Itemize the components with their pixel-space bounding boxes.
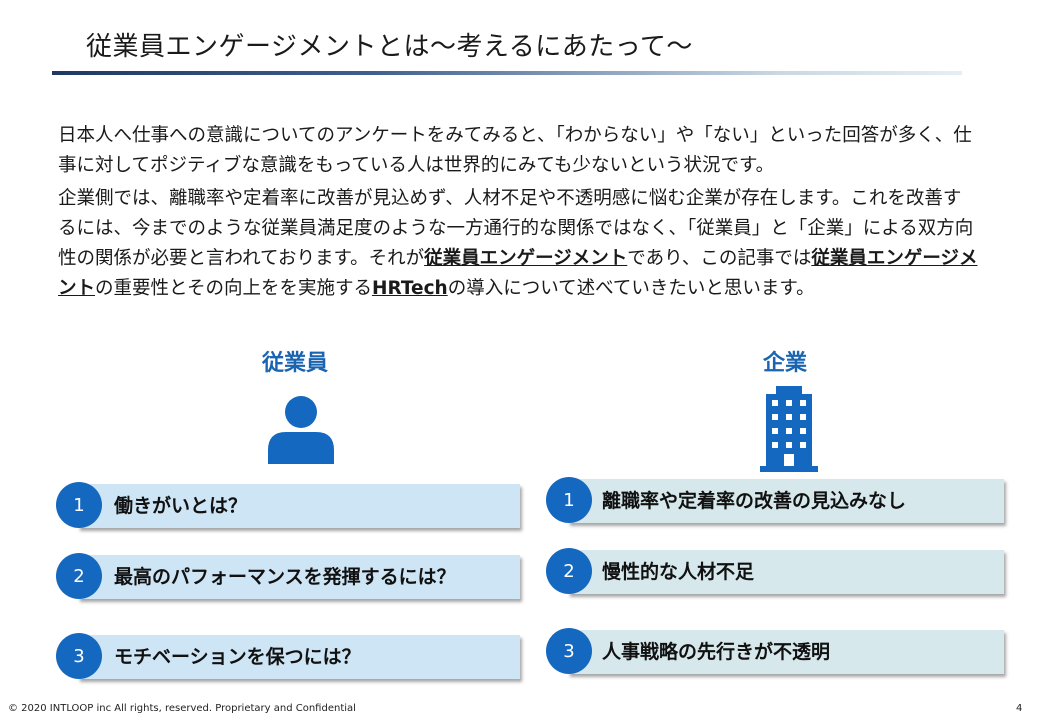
number-badge: 1 <box>56 482 102 528</box>
employee-item-2: 2 最高のパフォーマンスを発揮するには？ <box>56 553 526 601</box>
employee-item-3: 3 モチベーションを保つには？ <box>56 633 526 681</box>
number-badge: 1 <box>546 477 592 523</box>
company-item-box <box>568 550 1004 594</box>
company-item-label: 人事戦略の先行きが不透明 <box>602 641 831 663</box>
company-item-2: 2 慢性的な人材不足 <box>546 548 1010 596</box>
employee-heading: 従業員 <box>262 351 329 376</box>
employee-item-1: 1 働きがいとは？ <box>56 482 526 530</box>
keyword-hrtech: HRTech <box>371 278 448 299</box>
keyword-engagement-2: 従業員エンゲージメント <box>58 248 978 299</box>
number-badge: 2 <box>56 553 102 599</box>
paragraph-2-part-2: であり、この記事では <box>627 248 812 269</box>
company-heading: 企業 <box>763 351 808 376</box>
company-item-box <box>568 479 1004 523</box>
copyright-footer: © 2020 INTLOOP inc All rights, reserved.… <box>8 703 356 714</box>
paragraph-2-part-4: の導入について述べていきたいと思います。 <box>447 278 815 299</box>
number-badge: 3 <box>546 628 592 674</box>
intro-text: 日本人へ仕事への意識についてのアンケートをみてみると、「わからない」や「ない」と… <box>58 121 978 307</box>
employee-item-label: 働きがいとは？ <box>114 495 248 517</box>
page-title: 従業員エンゲージメントとは～考えるにあたって～ <box>86 32 693 62</box>
paragraph-1: 日本人へ仕事への意識についてのアンケートをみてみると、「わからない」や「ない」と… <box>58 125 972 176</box>
company-item-label: 離職率や定着率の改善の見込みなし <box>602 490 907 512</box>
building-icon <box>760 386 818 472</box>
keyword-engagement-1: 従業員エンゲージメント <box>424 248 628 269</box>
employee-item-box <box>78 635 520 679</box>
company-item-box <box>568 630 1004 674</box>
company-item-1: 1 離職率や定着率の改善の見込みなし <box>546 477 1010 525</box>
number-badge: 2 <box>546 548 592 594</box>
page-number: 4 <box>1016 703 1023 714</box>
title-underline <box>52 71 962 75</box>
company-item-3: 3 人事戦略の先行きが不透明 <box>546 628 1010 676</box>
paragraph-2-part-1: 企業側では、離職率や定着率に改善が見込めず、人材不足や不透明感に悩む企業が存在し… <box>58 188 974 269</box>
person-icon <box>268 396 334 464</box>
company-item-label: 慢性的な人材不足 <box>602 561 755 583</box>
employee-item-box <box>78 555 520 599</box>
employee-item-label: モチベーションを保つには？ <box>114 646 361 668</box>
employee-item-box <box>78 484 520 528</box>
paragraph-2-part-3: の重要性とその向上をを実施する <box>95 278 372 299</box>
paragraph-2: 企業側では、離職率や定着率に改善が見込めず、人材不足や不透明感に悩む企業が存在し… <box>58 184 978 304</box>
number-badge: 3 <box>56 633 102 679</box>
employee-item-label: 最高のパフォーマンスを発揮するには？ <box>114 566 456 588</box>
